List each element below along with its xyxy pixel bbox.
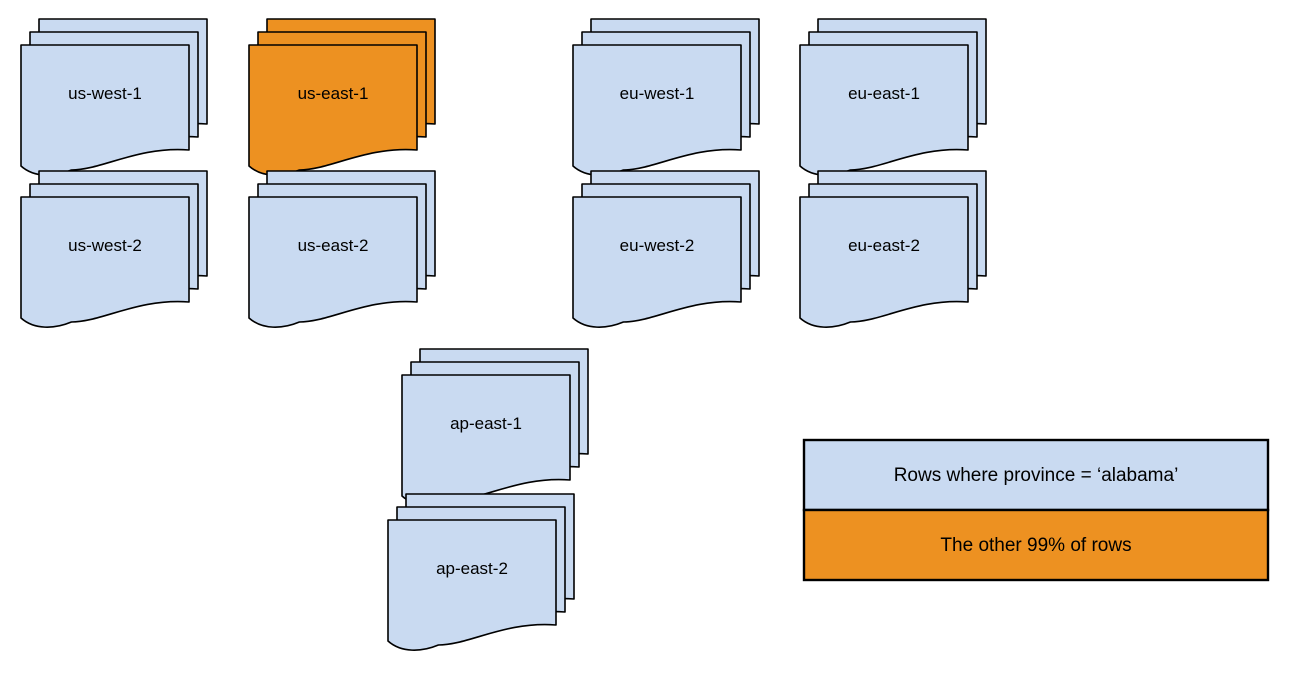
region-label-us-west-2: us-west-2 xyxy=(68,236,142,255)
region-sheet-front-eu-west-1 xyxy=(572,44,742,176)
legend-row-blue-swatch xyxy=(802,438,1270,512)
region-stack-us-east-2[interactable]: us-east-2 xyxy=(248,170,436,328)
region-label-us-east-1: us-east-1 xyxy=(298,84,369,103)
region-label-ap-east-1: ap-east-1 xyxy=(450,414,522,433)
legend-row-orange: The other 99% of rows xyxy=(802,508,1270,582)
region-stack-us-west-2[interactable]: us-west-2 xyxy=(20,170,208,328)
region-stack-eu-east-1[interactable]: eu-east-1 xyxy=(799,18,987,176)
legend-row-blue: Rows where province = ‘alabama’ xyxy=(802,438,1270,512)
region-stacks-layer: us-west-1 us-west-2 us-east-1 us-east-2 eu-w… xyxy=(20,18,987,651)
region-label-eu-east-2: eu-east-2 xyxy=(848,236,920,255)
region-stack-ap-east-1[interactable]: ap-east-1 xyxy=(401,348,589,506)
region-label-eu-west-1: eu-west-1 xyxy=(620,84,695,103)
region-label-eu-west-2: eu-west-2 xyxy=(620,236,695,255)
region-sheet-front-eu-west-2 xyxy=(572,196,742,328)
region-sheet-front-eu-east-2 xyxy=(799,196,969,328)
region-stack-eu-east-2[interactable]: eu-east-2 xyxy=(799,170,987,328)
region-stack-eu-west-1[interactable]: eu-west-1 xyxy=(572,18,760,176)
region-stack-us-west-1[interactable]: us-west-1 xyxy=(20,18,208,176)
region-label-eu-east-1: eu-east-1 xyxy=(848,84,920,103)
legend-row-blue-label: Rows where province = ‘alabama’ xyxy=(894,465,1179,486)
region-sheet-front-eu-east-1 xyxy=(799,44,969,176)
region-sheet-front-ap-east-2 xyxy=(387,519,557,651)
legend-row-orange-swatch xyxy=(802,508,1270,582)
region-sheet-front-us-east-1 xyxy=(248,44,418,176)
region-stack-eu-west-2[interactable]: eu-west-2 xyxy=(572,170,760,328)
region-sheet-front-us-west-2 xyxy=(20,196,190,328)
legend-row-orange-label: The other 99% of rows xyxy=(940,535,1131,556)
region-label-ap-east-2: ap-east-2 xyxy=(436,559,508,578)
region-sheet-front-us-west-1 xyxy=(20,44,190,176)
region-label-us-west-1: us-west-1 xyxy=(68,84,142,103)
region-stack-ap-east-2[interactable]: ap-east-2 xyxy=(387,493,575,651)
legend: Rows where province = ‘alabama’ The other… xyxy=(802,438,1270,582)
region-label-us-east-2: us-east-2 xyxy=(298,236,369,255)
region-sheet-front-us-east-2 xyxy=(248,196,418,328)
region-sheet-front-ap-east-1 xyxy=(401,374,571,506)
region-stack-us-east-1[interactable]: us-east-1 xyxy=(248,18,436,176)
